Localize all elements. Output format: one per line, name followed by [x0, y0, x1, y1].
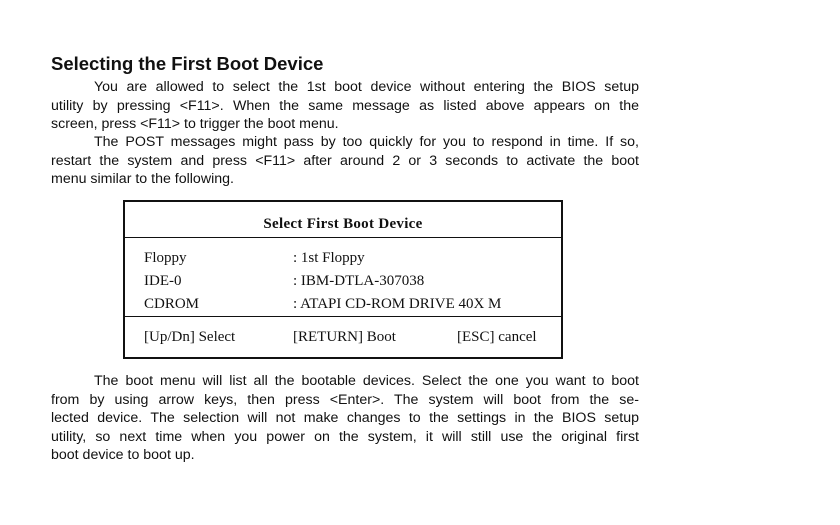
text-line: screen, press <F11> to trigger the boot …: [51, 116, 339, 132]
text-line: utility, so next time when you power on …: [51, 428, 639, 445]
text-line: lected device. The selection will not ma…: [51, 410, 639, 426]
device-name: Floppy: [144, 250, 187, 266]
text-line: utility by pressing <F11>. When the same…: [51, 97, 639, 114]
boot-menu-explanation-paragraph: The boot menu will list all the bootable…: [51, 372, 639, 465]
device-value: : IBM-DTLA-307038: [293, 273, 425, 289]
text-line: The POST messages might pass by too quic…: [94, 134, 639, 150]
boot-device-floppy[interactable]: Floppy : 1st Floppy: [144, 247, 554, 269]
cancel-key-hint: [ESC] cancel: [457, 329, 537, 345]
divider: [125, 237, 561, 238]
boot-menu-title: Select First Boot Device: [263, 216, 423, 232]
text-line: menu similar to the following.: [51, 171, 234, 187]
text-line: You are allowed to select the 1st boot d…: [94, 79, 639, 95]
text-line: from by using arrow keys, then press <En…: [51, 391, 639, 408]
select-key-hint: [Up/Dn] Select: [144, 329, 236, 345]
post-messages-paragraph: The POST messages might pass by too quic…: [51, 133, 639, 189]
device-value: : ATAPI CD-ROM DRIVE 40X M: [293, 296, 502, 312]
device-name: IDE-0: [144, 273, 182, 289]
boot-device-ide0[interactable]: IDE-0 : IBM-DTLA-307038: [144, 270, 554, 292]
boot-key-hint: [RETURN] Boot: [293, 329, 396, 345]
text-line: boot device to boot up.: [51, 447, 195, 463]
device-value: : 1st Floppy: [293, 250, 365, 266]
boot-device-cdrom[interactable]: CDROM : ATAPI CD-ROM DRIVE 40X M: [144, 293, 554, 315]
device-name: CDROM: [144, 296, 200, 312]
text-line: restart the system and press <F11> after…: [51, 152, 639, 169]
boot-menu-box: Select First Boot Device Floppy : 1st Fl…: [123, 200, 563, 359]
text-line: The boot menu will list all the bootable…: [94, 373, 639, 389]
intro-paragraph: You are allowed to select the 1st boot d…: [51, 78, 639, 134]
section-heading: Selecting the First Boot Device: [51, 53, 324, 74]
divider: [125, 316, 561, 317]
